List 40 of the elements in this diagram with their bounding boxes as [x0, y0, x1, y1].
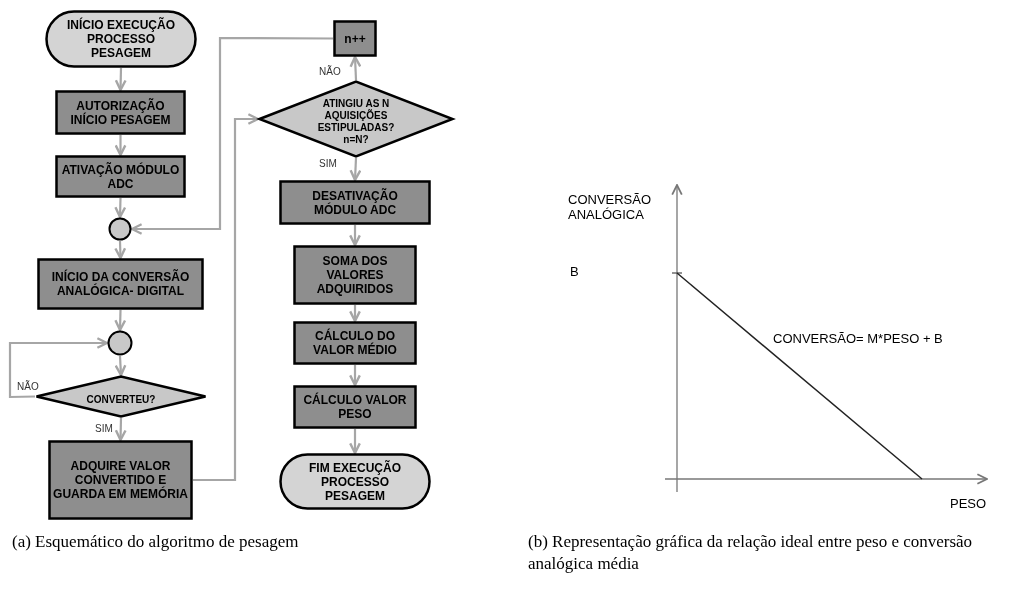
arrow: [349, 55, 362, 81]
figure-caption: (a) Esquemático do algoritmo de pesagem: [12, 531, 300, 553]
equation-text: CONVERSÃO= M*PESO + B: [773, 331, 943, 346]
process-box: AUTORIZAÇÃO INÍCIO PESAGEM: [55, 90, 186, 135]
arrow: [349, 305, 361, 323]
arrow: [349, 157, 362, 182]
process-box: ADQUIRE VALOR CONVERTIDO E GUARDA EM MEMÓRIA: [48, 440, 193, 520]
arrow: [349, 365, 361, 387]
process-box: ATIVAÇÃO MÓDULO ADC: [55, 155, 186, 198]
process-box: SOMA DOS VALORES ADQUIRIDOS: [293, 245, 417, 305]
edge-label: SIM: [94, 423, 114, 434]
arrow: [114, 67, 127, 92]
figure-caption: (b) Representação gráfica da relação ideal entre peso e conversão analógica média: [528, 531, 973, 575]
arrow: [8, 337, 109, 399]
arrow: [114, 417, 127, 442]
arrow: [349, 225, 361, 247]
axis-title: CONVERSÃO ANALÓGICA: [568, 192, 653, 222]
process-box: n++: [333, 20, 377, 57]
arrow: [193, 113, 260, 482]
decision-diamond: ATINGIU AS N AQUISIÇÕES ESTIPULADAS? n=N?: [258, 80, 454, 158]
edge-label: NÃO: [318, 66, 342, 77]
edge-label: SIM: [318, 158, 338, 169]
process-box: DESATIVAÇÃO MÓDULO ADC: [279, 180, 431, 225]
edge-label: NÃO: [16, 381, 40, 392]
axis-tick-label: B: [570, 264, 579, 279]
terminator-shape: INÍCIO EXECUÇÃO PROCESSO PESAGEM: [45, 10, 197, 68]
process-box: INÍCIO DA CONVERSÃO ANALÓGICA- DIGITAL: [37, 258, 204, 310]
arrow: [114, 135, 127, 157]
process-box: CÁLCULO VALOR PESO: [293, 385, 417, 429]
connector-circle: [108, 217, 132, 241]
arrow: [349, 429, 361, 455]
connector-circle: [107, 330, 133, 356]
process-box: CÁLCULO DO VALOR MÉDIO: [293, 321, 417, 365]
axis-title: PESO: [950, 496, 987, 511]
arrow: [130, 36, 333, 235]
arrow: [114, 240, 127, 260]
arrow: [114, 355, 127, 377]
arrow: [114, 197, 127, 219]
terminator-shape: FIM EXECUÇÃO PROCESSO PESAGEM: [279, 453, 431, 510]
arrow: [114, 309, 127, 332]
